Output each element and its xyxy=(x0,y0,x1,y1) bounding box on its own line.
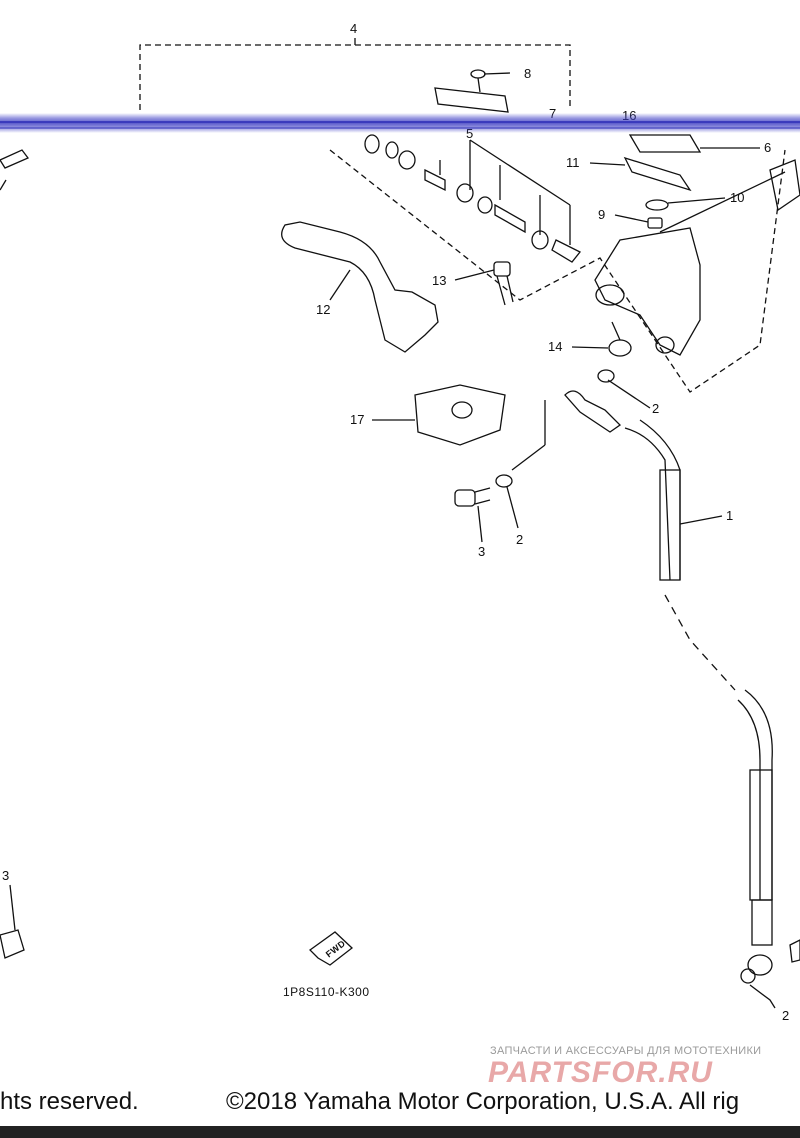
label-part-2b: 2 xyxy=(516,532,523,547)
label-part-3b: 3 xyxy=(2,868,9,883)
screw-part-8 xyxy=(470,69,511,93)
label-part-12: 12 xyxy=(316,302,330,317)
bolt-left-lower xyxy=(0,929,25,959)
label-part-6: 6 xyxy=(764,140,771,155)
master-cylinder-body xyxy=(594,227,701,356)
bolt-bottom-right xyxy=(789,939,800,963)
washer-upper xyxy=(597,369,615,383)
watermark-tagline: ЗАПЧАСТИ И АКСЕССУАРЫ ДЛЯ МОТОТЕХНИКИ xyxy=(490,1045,762,1057)
washer-bottom xyxy=(740,968,756,984)
lever-part-12 xyxy=(281,221,439,353)
hose-break-line xyxy=(664,594,736,691)
drawing-code: 1P8S110-K300 xyxy=(283,985,370,999)
bracket-right xyxy=(769,159,800,212)
hose-lower xyxy=(737,699,761,900)
diaphragm-part-11 xyxy=(623,156,692,192)
label-part-13: 13 xyxy=(432,273,446,288)
clamp-part-17 xyxy=(414,384,506,446)
bolt-left-upper xyxy=(0,149,30,169)
label-part-5: 5 xyxy=(466,126,473,141)
watermark-brand: PARTSFOR.RU xyxy=(488,1056,713,1089)
hose-upper xyxy=(624,427,671,581)
scan-artifact-line xyxy=(0,127,800,129)
label-part-14: 14 xyxy=(548,339,562,354)
label-part-11: 11 xyxy=(566,155,580,170)
bolt-part-3 xyxy=(454,487,491,507)
label-part-8: 8 xyxy=(524,66,531,81)
pivot-bolt-part-13 xyxy=(454,261,514,306)
copyright-left: hts reserved. xyxy=(0,1088,139,1115)
washer-lower xyxy=(495,474,513,488)
label-part-1: 1 xyxy=(726,508,733,523)
washer-part-14 xyxy=(608,339,632,357)
piston-kit-part-5 xyxy=(364,134,582,263)
plug-part-9 xyxy=(647,217,663,229)
scan-artifact-line xyxy=(0,121,800,123)
label-part-17: 17 xyxy=(350,412,364,427)
cap-part-7 xyxy=(434,87,509,113)
scan-artifact-band xyxy=(0,113,800,133)
plate-part-6 xyxy=(628,134,702,153)
label-part-9: 9 xyxy=(598,207,605,222)
fwd-label: FWD xyxy=(324,938,347,959)
banjo-fitting xyxy=(564,390,622,433)
fwd-arrow xyxy=(308,931,354,966)
label-part-10: 10 xyxy=(730,190,744,205)
cap-part-10 xyxy=(645,199,669,211)
copyright-right: ©2018 Yamaha Motor Corporation, U.S.A. A… xyxy=(226,1088,740,1115)
label-part-2a: 2 xyxy=(652,401,659,416)
label-part-2c: 2 xyxy=(782,1008,789,1023)
assembly-outline xyxy=(329,149,786,393)
label-assembly-4: 4 xyxy=(350,21,357,36)
label-part-3a: 3 xyxy=(478,544,485,559)
bottom-edge-bar xyxy=(0,1126,800,1138)
